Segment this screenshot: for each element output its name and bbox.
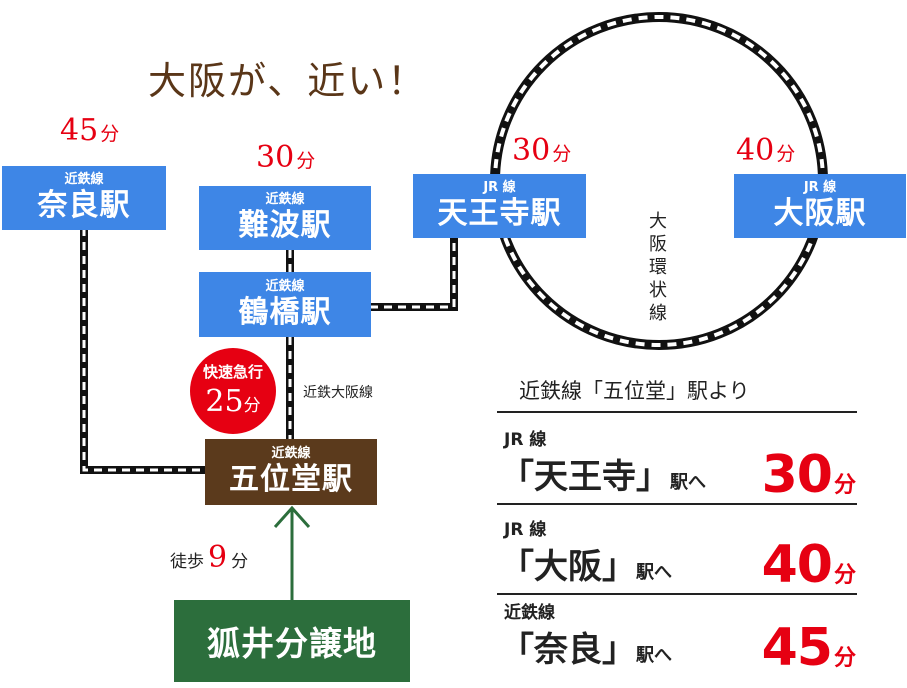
- express-badge: 快速急行 25分: [190, 348, 276, 434]
- info-row-dest: 「奈良」駅へ: [500, 630, 672, 670]
- info-row-nara: 近鉄線 「奈良」駅へ 45分: [500, 598, 860, 686]
- station-line-label: 近鉄線: [265, 278, 305, 294]
- station-name: 難波駅: [238, 208, 332, 243]
- station-name: 大阪駅: [773, 196, 867, 231]
- station-line-label: JR 線: [483, 180, 516, 195]
- info-divider: [497, 503, 857, 505]
- kintetsu-osaka-line-label: 近鉄大阪線: [303, 385, 373, 401]
- loop-line-label: 大阪環状線: [649, 211, 667, 324]
- headline: 大阪が、近い！: [148, 59, 428, 103]
- station-name: 奈良駅: [37, 188, 131, 223]
- info-row-osaka: JR 線 「大阪」駅へ 40分: [500, 515, 860, 603]
- station-line-label: 近鉄線: [271, 446, 311, 461]
- info-divider: [497, 411, 857, 413]
- station-name: 鶴橋駅: [238, 294, 332, 330]
- station-name: 五位堂駅: [229, 462, 353, 497]
- station-osaka: JR 線 大阪駅: [734, 174, 906, 238]
- info-row-time: 40分: [761, 535, 856, 595]
- express-time: 25分: [205, 384, 261, 419]
- station-line-label: 近鉄線: [64, 172, 104, 187]
- station-namba: 近鉄線 難波駅: [199, 186, 371, 250]
- info-row-tennoji: JR 線 「天王寺」駅へ 30分: [500, 425, 860, 513]
- station-goido: 近鉄線 五位堂駅: [205, 439, 377, 505]
- info-row-time: 30分: [761, 445, 856, 505]
- info-divider: [497, 593, 857, 595]
- info-title: 近鉄線「五位堂」駅より: [519, 379, 750, 403]
- station-line-label: 近鉄線: [265, 192, 305, 207]
- station-name: 天王寺駅: [437, 196, 562, 231]
- station-nara: 近鉄線 奈良駅: [2, 166, 166, 230]
- info-row-dest: 「天王寺」駅へ: [500, 457, 706, 497]
- destination-box: 狐井分譲地: [174, 600, 410, 682]
- walk-arrow: [273, 505, 311, 600]
- tsuruhashi-tennoji-track: [370, 238, 458, 311]
- station-line-label: JR 線: [803, 180, 837, 195]
- info-row-time: 45分: [761, 618, 856, 678]
- nara-goido-track: [80, 228, 205, 474]
- info-row-line: 近鉄線: [504, 603, 555, 623]
- info-row-line: JR 線: [504, 520, 547, 540]
- info-row-dest: 「大阪」駅へ: [500, 547, 672, 587]
- info-row-line: JR 線: [504, 430, 547, 450]
- station-tsuruhashi: 近鉄線 鶴橋駅: [199, 272, 371, 337]
- station-tennoji: JR 線 天王寺駅: [413, 174, 586, 238]
- express-label: 快速急行: [202, 363, 263, 381]
